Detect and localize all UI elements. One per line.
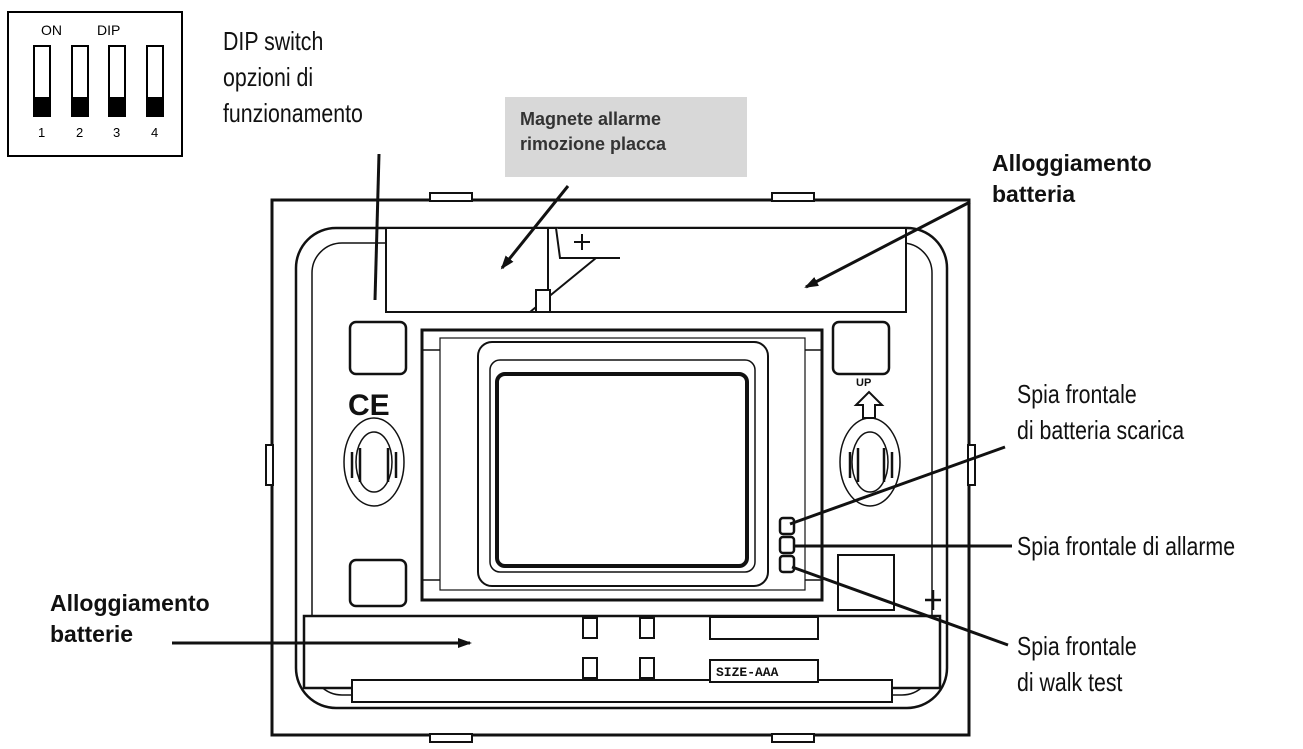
up-marking: UP bbox=[856, 377, 871, 389]
dip-number-1: 1 bbox=[38, 125, 46, 140]
battery-size-marking: SIZE-AAA bbox=[716, 665, 779, 680]
ce-mark: CE bbox=[348, 389, 390, 422]
dip-switch-inset: ON DIP 1 2 3 4 bbox=[7, 11, 183, 157]
dip-on-label: ON bbox=[41, 22, 62, 38]
led-low-battery bbox=[778, 516, 796, 536]
magnet-label-box bbox=[505, 97, 747, 177]
dip-switch-label-line3: funzionamento bbox=[223, 98, 363, 128]
battery-housing-bottom-line1: Alloggiamento bbox=[50, 590, 210, 616]
low-battery-led-line2: di batteria scarica bbox=[1017, 415, 1185, 445]
frame-tabs bbox=[265, 192, 976, 743]
dip-switch-leader bbox=[373, 153, 381, 301]
magnet-label-line2: rimozione placca bbox=[520, 134, 667, 154]
display-module bbox=[420, 328, 824, 602]
walk-test-led-line1: Spia frontale bbox=[1017, 631, 1137, 661]
led-walk-test bbox=[778, 554, 796, 574]
battery-housing-arrow bbox=[804, 200, 971, 289]
right-side-parts bbox=[831, 320, 941, 611]
low-battery-leader bbox=[789, 445, 1006, 526]
low-battery-led-label: Spia frontale di batteria scarica bbox=[1017, 376, 1184, 448]
led-alarm bbox=[778, 535, 796, 555]
walk-test-led-label: Spia frontale di walk test bbox=[1017, 628, 1137, 700]
left-side-parts bbox=[343, 320, 408, 608]
dip-number-3: 3 bbox=[113, 125, 121, 140]
walk-test-led-line2: di walk test bbox=[1017, 667, 1123, 697]
magnet-arrow bbox=[500, 185, 570, 270]
dip-switch-label: DIP switch opzioni di funzionamento bbox=[223, 23, 363, 131]
battery-housing-top-label: Alloggiamento batteria bbox=[992, 148, 1152, 210]
alarm-led-label: Spia frontale di allarme bbox=[1017, 531, 1236, 561]
magnet-label: Magnete allarme rimozione placca bbox=[520, 107, 666, 157]
magnet-label-line1: Magnete allarme bbox=[520, 109, 662, 129]
dip-switch-4 bbox=[146, 45, 164, 117]
dip-number-2: 2 bbox=[76, 125, 84, 140]
leader-lines bbox=[172, 153, 1012, 648]
battery-housing-bottom-label: Alloggiamento batterie bbox=[50, 588, 210, 650]
walk-test-leader bbox=[791, 565, 1009, 647]
dip-switch-2 bbox=[71, 45, 89, 117]
dip-switch-3 bbox=[108, 45, 126, 117]
bottom-battery-compartment bbox=[302, 614, 942, 703]
dip-switch-label-line2: opzioni di bbox=[223, 62, 314, 92]
battery-housing-bottom-line2: batterie bbox=[50, 621, 134, 647]
dip-header-label: DIP bbox=[97, 22, 121, 38]
led-indicators bbox=[778, 516, 796, 574]
top-battery-compartment bbox=[385, 227, 907, 313]
low-battery-led-line1: Spia frontale bbox=[1017, 379, 1137, 409]
battery-housing-top-line2: batteria bbox=[992, 181, 1076, 207]
dip-switch-label-line1: DIP switch bbox=[223, 26, 324, 56]
battery-housing-top-line1: Alloggiamento bbox=[992, 150, 1152, 176]
dip-switch-1 bbox=[33, 45, 51, 117]
dip-number-4: 4 bbox=[151, 125, 159, 140]
